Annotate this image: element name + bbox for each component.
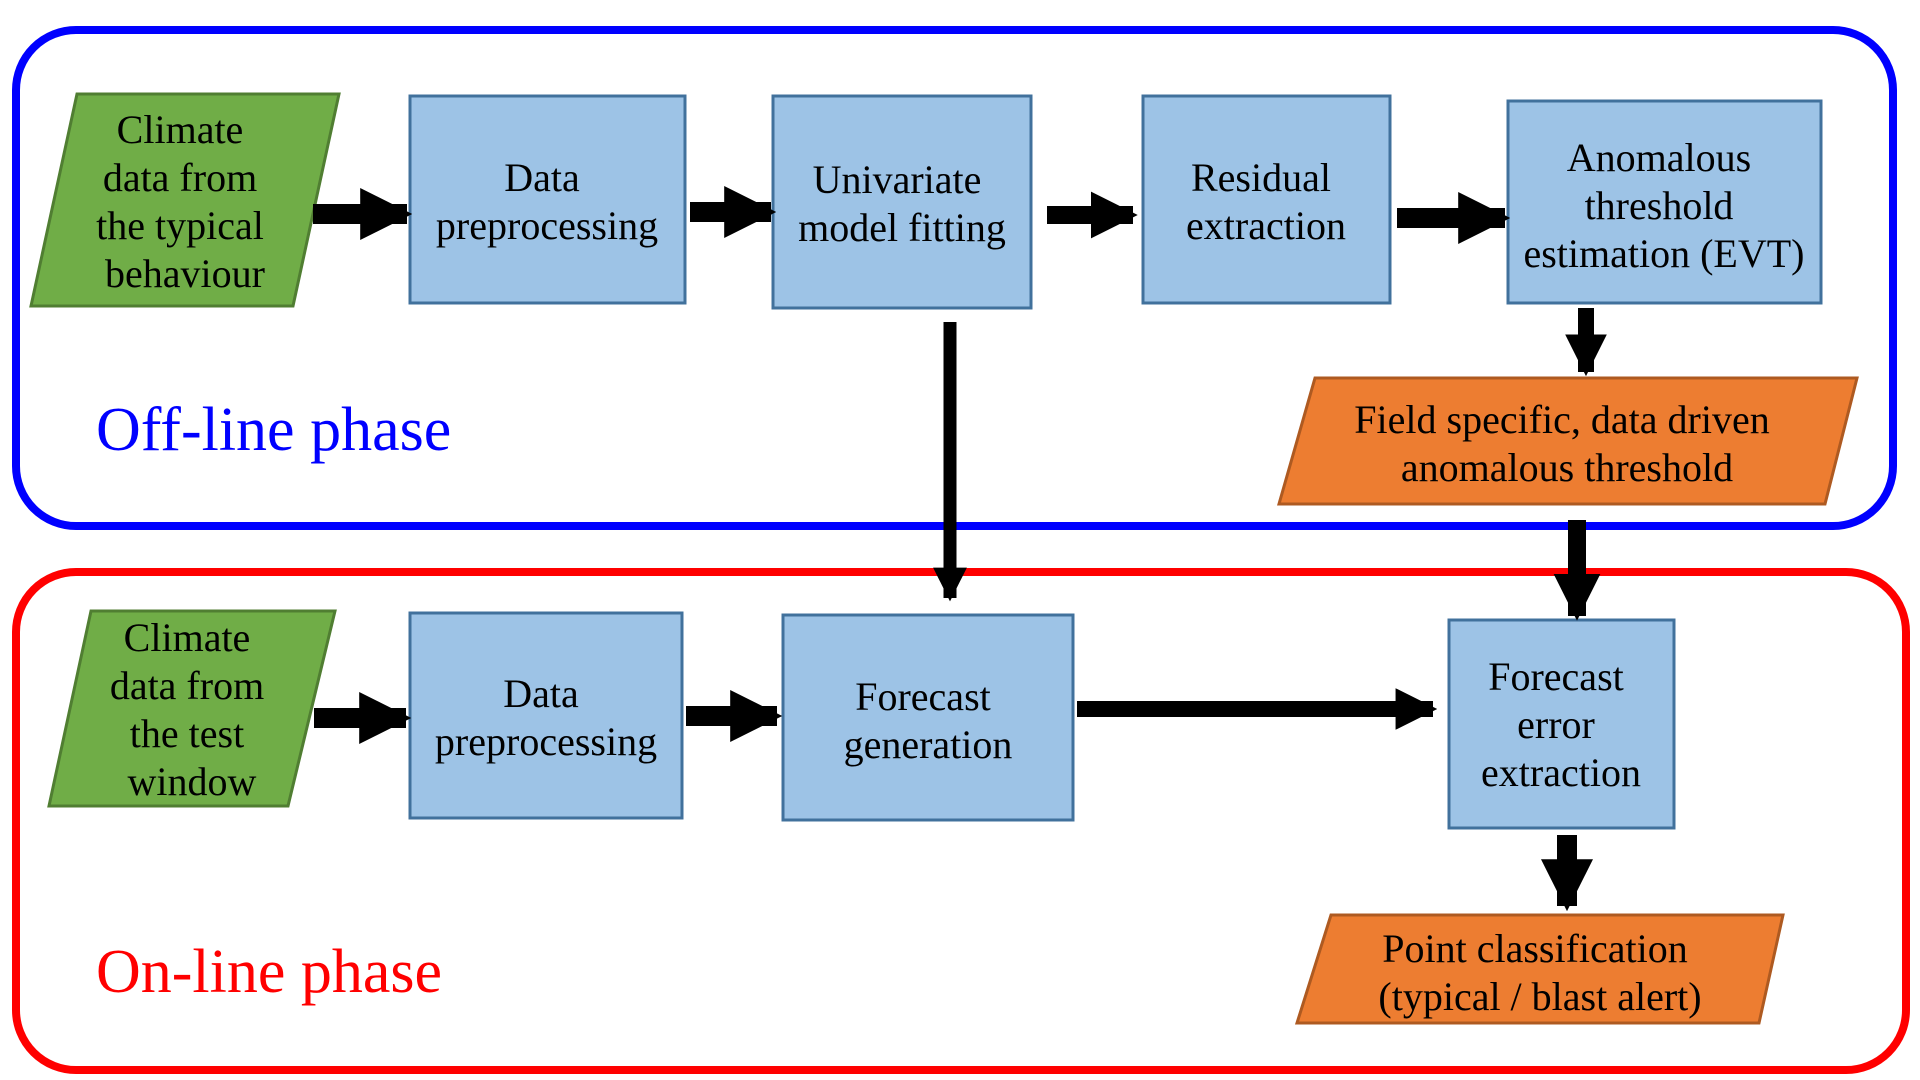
threshold-estimation-label: Anomalous threshold estimation (EVT): [1523, 135, 1804, 276]
error-extraction-box: [1447, 618, 1676, 830]
offline-preprocessing-label: Data preprocessing: [436, 155, 658, 248]
threshold-output-label: Field specific, data driven anomalous th…: [1354, 397, 1779, 490]
offline-preprocessing-box: [408, 94, 687, 305]
model-fitting-box: [771, 94, 1033, 310]
offline-phase-label: Off-line phase: [96, 396, 451, 464]
online-input-parallelogram: [47, 609, 337, 808]
offline-input-label: Climate data from the typical behaviour: [96, 107, 274, 296]
residual-extraction-box: [1141, 94, 1392, 305]
error-extraction-label: Forecast error extraction: [1481, 654, 1641, 795]
offline-input-parallelogram: [29, 92, 341, 308]
residual-extraction-label: Residual extraction: [1186, 155, 1346, 248]
classification-output-parallelogram: [1294, 913, 1785, 1025]
model-fitting-label: Univariate model fitting: [798, 157, 1006, 250]
arrows: [313, 186, 1607, 912]
threshold-output-parallelogram: [1277, 376, 1859, 506]
threshold-estimation-box: [1506, 99, 1823, 305]
online-preprocessing-box: [408, 611, 684, 820]
forecast-generation-box: [781, 613, 1075, 822]
classification-output-label: Point classification (typical / blast al…: [1378, 926, 1701, 1019]
online-input-label: Climate data from the test window: [110, 615, 274, 804]
online-phase-label: On-line phase: [96, 938, 442, 1006]
forecast-generation-label: Forecast generation: [844, 674, 1013, 767]
online-preprocessing-label: Data preprocessing: [435, 671, 657, 764]
